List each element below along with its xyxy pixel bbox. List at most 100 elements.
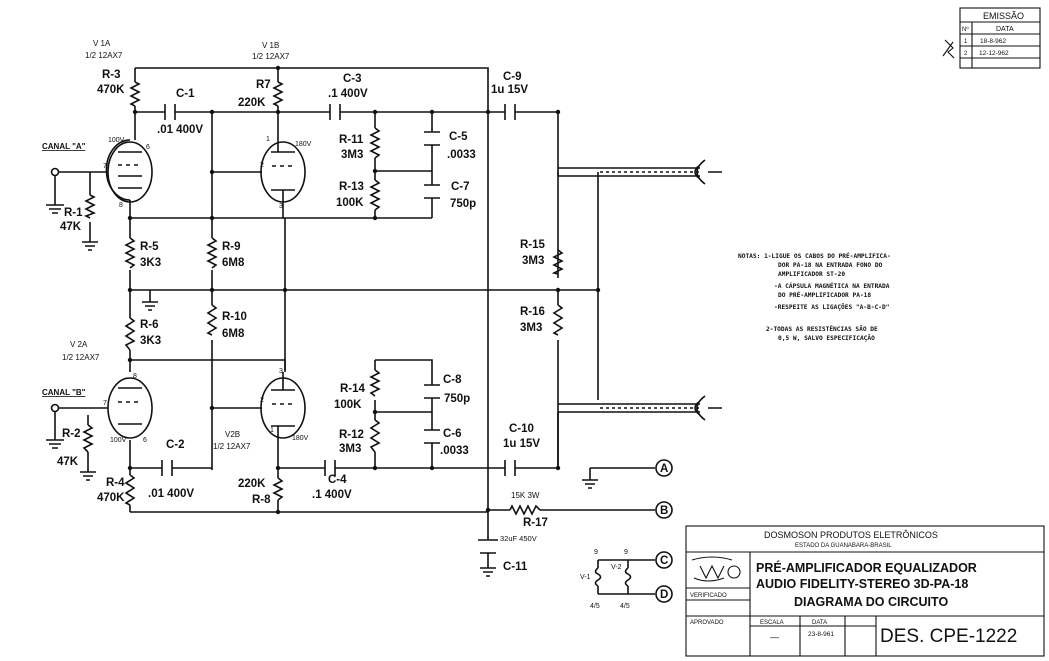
heater-pin-45-v2: 4/5: [620, 603, 630, 610]
c2-ref: C-2: [166, 439, 185, 451]
resistor-r1: [84, 194, 96, 219]
v2a-pin-6: 6: [143, 437, 147, 444]
ground-icon: [480, 567, 496, 577]
r16-ref: R-16: [520, 306, 545, 318]
title-line-2: AUDIO FIDELITY-STEREO 3D-PA-18: [756, 577, 968, 591]
c11-val: 32uF 450V: [500, 534, 537, 543]
tube-v2a: [107, 377, 153, 439]
v2b-pin-3: 3: [279, 368, 283, 375]
c8-val: 750p: [444, 393, 470, 405]
emissao-h-data: DATA: [996, 26, 1014, 33]
r7-ref: R7: [256, 79, 271, 91]
junction-dots: [127, 65, 601, 515]
ground-icon: [82, 241, 98, 251]
note-line-7: 2-TODAS AS RESISTÊNCIAS SÃO DE: [766, 324, 878, 333]
v2a-type: 1/2 12AX7: [62, 353, 100, 362]
capacitor-c3: [329, 104, 341, 120]
r3-val: 470K: [97, 84, 125, 96]
date-value: 23-8-961: [808, 631, 834, 638]
r14-ref: R-14: [340, 383, 366, 395]
date-label: DATA: [812, 620, 827, 626]
capacitor-c6: [424, 429, 440, 444]
r4-val: 470K: [97, 492, 125, 504]
c6-val: .0033: [440, 445, 469, 457]
component-labels: V 1A 1/2 12AX7 V 1B 1/2 12AX7 R-3 470K C…: [42, 39, 548, 573]
input-jacks: [50, 167, 60, 413]
resistor-r17: [509, 504, 541, 516]
v1a-name: V 1A: [93, 39, 111, 48]
resistor-r12: [369, 419, 381, 453]
resistor-r15: [551, 249, 564, 275]
title-block: DOSMOSON PRODUTOS ELETRÔNICOS ESTADO DA …: [685, 525, 1045, 657]
c10-ref: C-10: [509, 423, 534, 435]
r14-val: 100K: [334, 399, 362, 411]
r10-val: 6M8: [222, 328, 245, 340]
emissao-table: EMISSÃO Nº DATA 1 18-8-962 2 12-12-962: [942, 7, 1041, 69]
resistor-r4: [124, 474, 136, 506]
terminal-a-label: A: [660, 463, 668, 475]
v1b-type: 1/2 12AX7: [252, 52, 290, 61]
resistor-r7: [272, 81, 284, 107]
r6-val: 3K3: [140, 335, 161, 347]
r1-val: 47K: [60, 221, 82, 233]
emissao-r1-date: 18-8-962: [980, 38, 1006, 45]
v1a-pin-6: 6: [146, 144, 150, 151]
resistor-r5: [124, 237, 136, 269]
c4-ref: C-4: [328, 474, 347, 486]
resistors: [82, 81, 564, 516]
r16-val: 3M3: [520, 322, 542, 334]
output-cable-b: [557, 172, 722, 468]
input-jack-a: [50, 167, 60, 177]
terminals: A B C D: [655, 459, 673, 603]
capacitor-c5: [424, 131, 440, 146]
note-line-3: AMPLIFICADOR ST-20: [778, 271, 845, 278]
r11-ref: R-11: [339, 134, 364, 146]
canal-b-label: CANAL "B": [42, 388, 86, 397]
company-state: ESTADO DA GUANABARA-BRASIL: [795, 543, 892, 549]
r8-val: 220K: [238, 478, 266, 490]
heater-wiring: [594, 559, 655, 595]
capacitor-c4: [324, 460, 336, 476]
c1-ref: C-1: [176, 88, 195, 100]
c9-ref: C-9: [503, 71, 522, 83]
title-line-1: PRÉ-AMPLIFICADOR EQUALIZADOR: [756, 560, 977, 575]
c10-val: 1u 15V: [503, 438, 540, 450]
c3-val: .1 400V: [328, 88, 368, 100]
note-line-8: 0,5 W, SALVO ESPECIFICAÇÃO: [778, 333, 875, 342]
note-line-4: -A CÁPSULA MAGNÉTICA NA ENTRADA: [774, 281, 890, 290]
r3-ref: R-3: [102, 69, 121, 81]
output-cable-a: [558, 159, 722, 185]
approved-label: APROVADO: [690, 620, 724, 626]
emissao-h-no: Nº: [962, 26, 969, 33]
verified-label: VERIFICADO: [690, 593, 727, 599]
heater-pin-9-v1: 9: [594, 549, 598, 556]
scale-label: ESCALA: [760, 620, 784, 626]
heater-pin-45-v1: 4/5: [590, 603, 600, 610]
ground-icon: [80, 471, 96, 481]
emissao-r2-date: 12-12-962: [979, 50, 1009, 57]
note-line-6: -RESPEITE AS LIGAÇÕES "A-B-C-D": [774, 302, 890, 311]
r6-ref: R-6: [140, 319, 159, 331]
v2b-type: 1/2 12AX7: [213, 442, 251, 451]
v1a-pin-8: 8: [119, 202, 123, 209]
resistor-r8: [272, 477, 284, 501]
c5-ref: C-5: [449, 131, 468, 143]
r5-ref: R-5: [140, 241, 159, 253]
r10-ref: R-10: [222, 311, 247, 323]
v2a-pin-8: 8: [133, 373, 137, 380]
r15-val: 3M3: [522, 255, 544, 267]
r11-val: 3M3: [341, 149, 363, 161]
tube-v2b: [260, 372, 306, 440]
r13-val: 100K: [336, 197, 364, 209]
ground-icon: [582, 479, 598, 489]
v2b-plate-v: 180V: [292, 435, 309, 442]
terminal-d: [655, 585, 673, 603]
v2b-pin-2: 2: [260, 397, 264, 404]
terminal-b: [655, 501, 673, 519]
c1-val: .01 400V: [157, 124, 203, 136]
ground-icon: [46, 439, 64, 449]
c3-ref: C-3: [343, 73, 362, 85]
terminal-d-label: D: [660, 589, 668, 601]
v1b-pin-1: 1: [266, 136, 270, 143]
capacitor-c9: [504, 104, 516, 120]
